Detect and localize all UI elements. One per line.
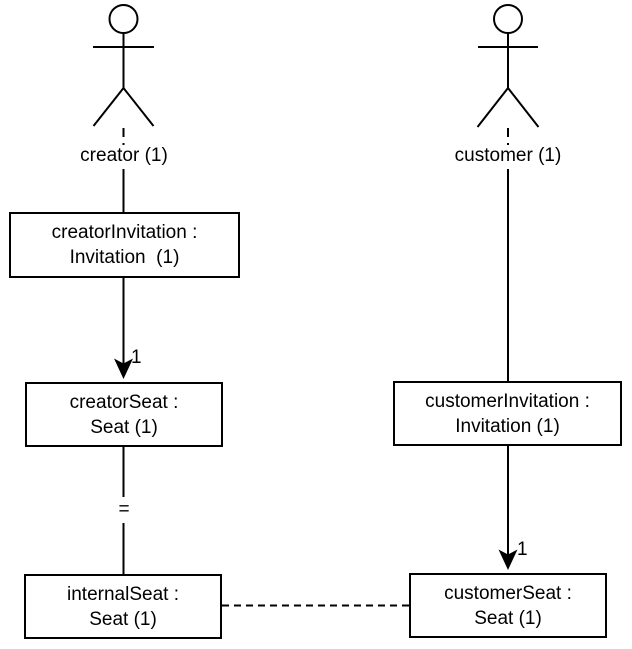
node-label-line1: creatorInvitation : xyxy=(51,222,198,243)
node-internal-seat[interactable]: internalSeat : Seat (1) xyxy=(24,574,222,639)
node-creator-invitation[interactable]: creatorInvitation : Invitation (1) xyxy=(9,212,240,278)
actor-head xyxy=(108,4,139,34)
node-creator-seat[interactable]: creatorSeat : Seat (1) xyxy=(25,382,223,447)
actor-label-customer: customer (1) xyxy=(454,145,562,166)
actor-head xyxy=(493,4,523,34)
node-label-line2: Seat (1) xyxy=(474,607,542,629)
actor-right-leg xyxy=(122,87,155,127)
arrowhead-creatorseat xyxy=(114,358,133,379)
node-label-line1: creatorSeat : xyxy=(69,391,179,413)
multiplicity-label-customer-seat: 1 xyxy=(517,539,528,560)
node-label-line2: Invitation (1) xyxy=(455,415,560,437)
node-label-line2: Seat (1) xyxy=(89,608,157,630)
multiplicity-label-creator-seat: 1 xyxy=(131,347,142,368)
actor-left-leg xyxy=(476,87,509,128)
actor-label-creator: creator (1) xyxy=(80,145,168,166)
node-label-line1: internalSeat : xyxy=(67,583,179,605)
node-label-line2: Seat (1) xyxy=(90,416,158,438)
node-customer-seat[interactable]: customerSeat : Seat (1) xyxy=(409,573,607,638)
arrowhead-customerseat xyxy=(498,549,518,570)
node-label-line2: Invitation (1) xyxy=(69,247,180,268)
node-customer-invitation[interactable]: customerInvitation : Invitation (1) xyxy=(393,381,622,446)
actor-customer-figure[interactable] xyxy=(476,4,540,128)
actor-left-leg xyxy=(92,87,125,127)
node-label-line1: customerSeat : xyxy=(444,582,572,604)
actor-right-leg xyxy=(507,87,540,128)
node-label-line1: customerInvitation : xyxy=(425,390,590,412)
equality-constraint-label: = xyxy=(104,499,144,520)
actor-creator-figure[interactable] xyxy=(92,4,155,127)
